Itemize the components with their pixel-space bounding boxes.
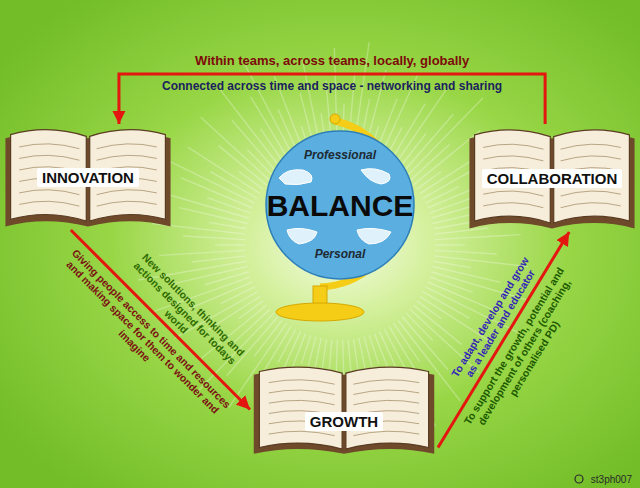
light-ray [423, 292, 470, 319]
light-ray [159, 250, 245, 255]
globe-land [287, 228, 317, 244]
page-line [19, 190, 79, 195]
light-ray [192, 256, 246, 262]
text-stack: ProfessionalBALANCE Personal [265, 130, 415, 280]
light-ray [434, 261, 471, 267]
globe-text: Professional [304, 148, 376, 163]
stand-base [276, 303, 364, 321]
light-ray [221, 287, 255, 304]
book-page [346, 367, 429, 449]
book-title: COLLABORATION [482, 169, 623, 188]
light-ray [420, 160, 472, 194]
light-ray [251, 97, 291, 164]
page-line [483, 203, 543, 208]
page-line [97, 201, 157, 206]
light-ray [435, 250, 497, 254]
page-line [561, 203, 621, 208]
light-ray [220, 89, 282, 170]
light-ray [171, 267, 247, 285]
text-stack: COLLABORATION [466, 124, 638, 232]
book-page [259, 367, 342, 449]
light-ray [417, 301, 441, 319]
page-line [483, 144, 543, 149]
light-ray [435, 235, 521, 240]
page-line [97, 155, 157, 160]
text-stack: INNOVATION [2, 124, 174, 230]
page-line [97, 144, 157, 149]
light-ray [394, 82, 452, 166]
light-ray [429, 277, 472, 292]
page-line [353, 400, 419, 404]
page-line [561, 191, 621, 196]
light-ray [410, 144, 450, 181]
page-line [19, 144, 79, 149]
page-line [97, 190, 157, 195]
stand-knob [330, 114, 340, 124]
light-ray [209, 222, 246, 228]
page-line [353, 380, 419, 384]
page-line [353, 431, 419, 435]
page-line [561, 156, 621, 161]
light-ray [425, 186, 459, 203]
book-title: INNOVATION [37, 168, 139, 187]
light-ray [156, 155, 255, 204]
page-line [269, 380, 335, 384]
globe-land [361, 169, 390, 184]
globe-node: ProfessionalBALANCE Personal [265, 130, 415, 280]
globe-sphere [266, 131, 414, 279]
page-line [19, 201, 79, 206]
light-ray [183, 236, 245, 240]
page-line [483, 191, 543, 196]
book-shape [250, 362, 438, 457]
light-ray [205, 272, 249, 285]
light-ray [434, 228, 488, 234]
globe-land [279, 170, 312, 185]
globe-text: Personal [315, 247, 366, 262]
light-ray [239, 301, 263, 319]
page-line [269, 400, 335, 404]
light-ray [207, 198, 250, 213]
arrow-connector [71, 230, 250, 410]
light-ray [435, 244, 465, 245]
page-line [561, 144, 621, 149]
book-node: GROWTH [250, 362, 438, 457]
book-node: INNOVATION [2, 124, 174, 230]
edge-label: Within teams, across teams, locally, glo… [195, 54, 469, 69]
page-line [269, 431, 335, 435]
globe-land [357, 228, 391, 244]
book-node: COLLABORATION [466, 124, 638, 232]
light-ray [210, 172, 257, 199]
light-ray [402, 317, 448, 370]
light-ray [201, 117, 270, 181]
text-stack: GROWTH [250, 362, 438, 457]
page-line [269, 390, 335, 394]
arrow-connector [119, 74, 545, 124]
light-ray [232, 120, 278, 173]
page-line [19, 155, 79, 160]
page-line [483, 156, 543, 161]
page-line [353, 390, 419, 394]
light-ray [431, 205, 475, 218]
light-ray [239, 172, 263, 190]
note-label: Connected across time and space - networ… [162, 80, 502, 94]
watermark: st3ph007 [591, 474, 632, 486]
globe-text: BALANCE [267, 188, 414, 223]
light-ray [215, 244, 245, 245]
watermark-icon [575, 475, 583, 483]
book-title: GROWTH [305, 412, 383, 431]
light-ray [417, 172, 441, 190]
